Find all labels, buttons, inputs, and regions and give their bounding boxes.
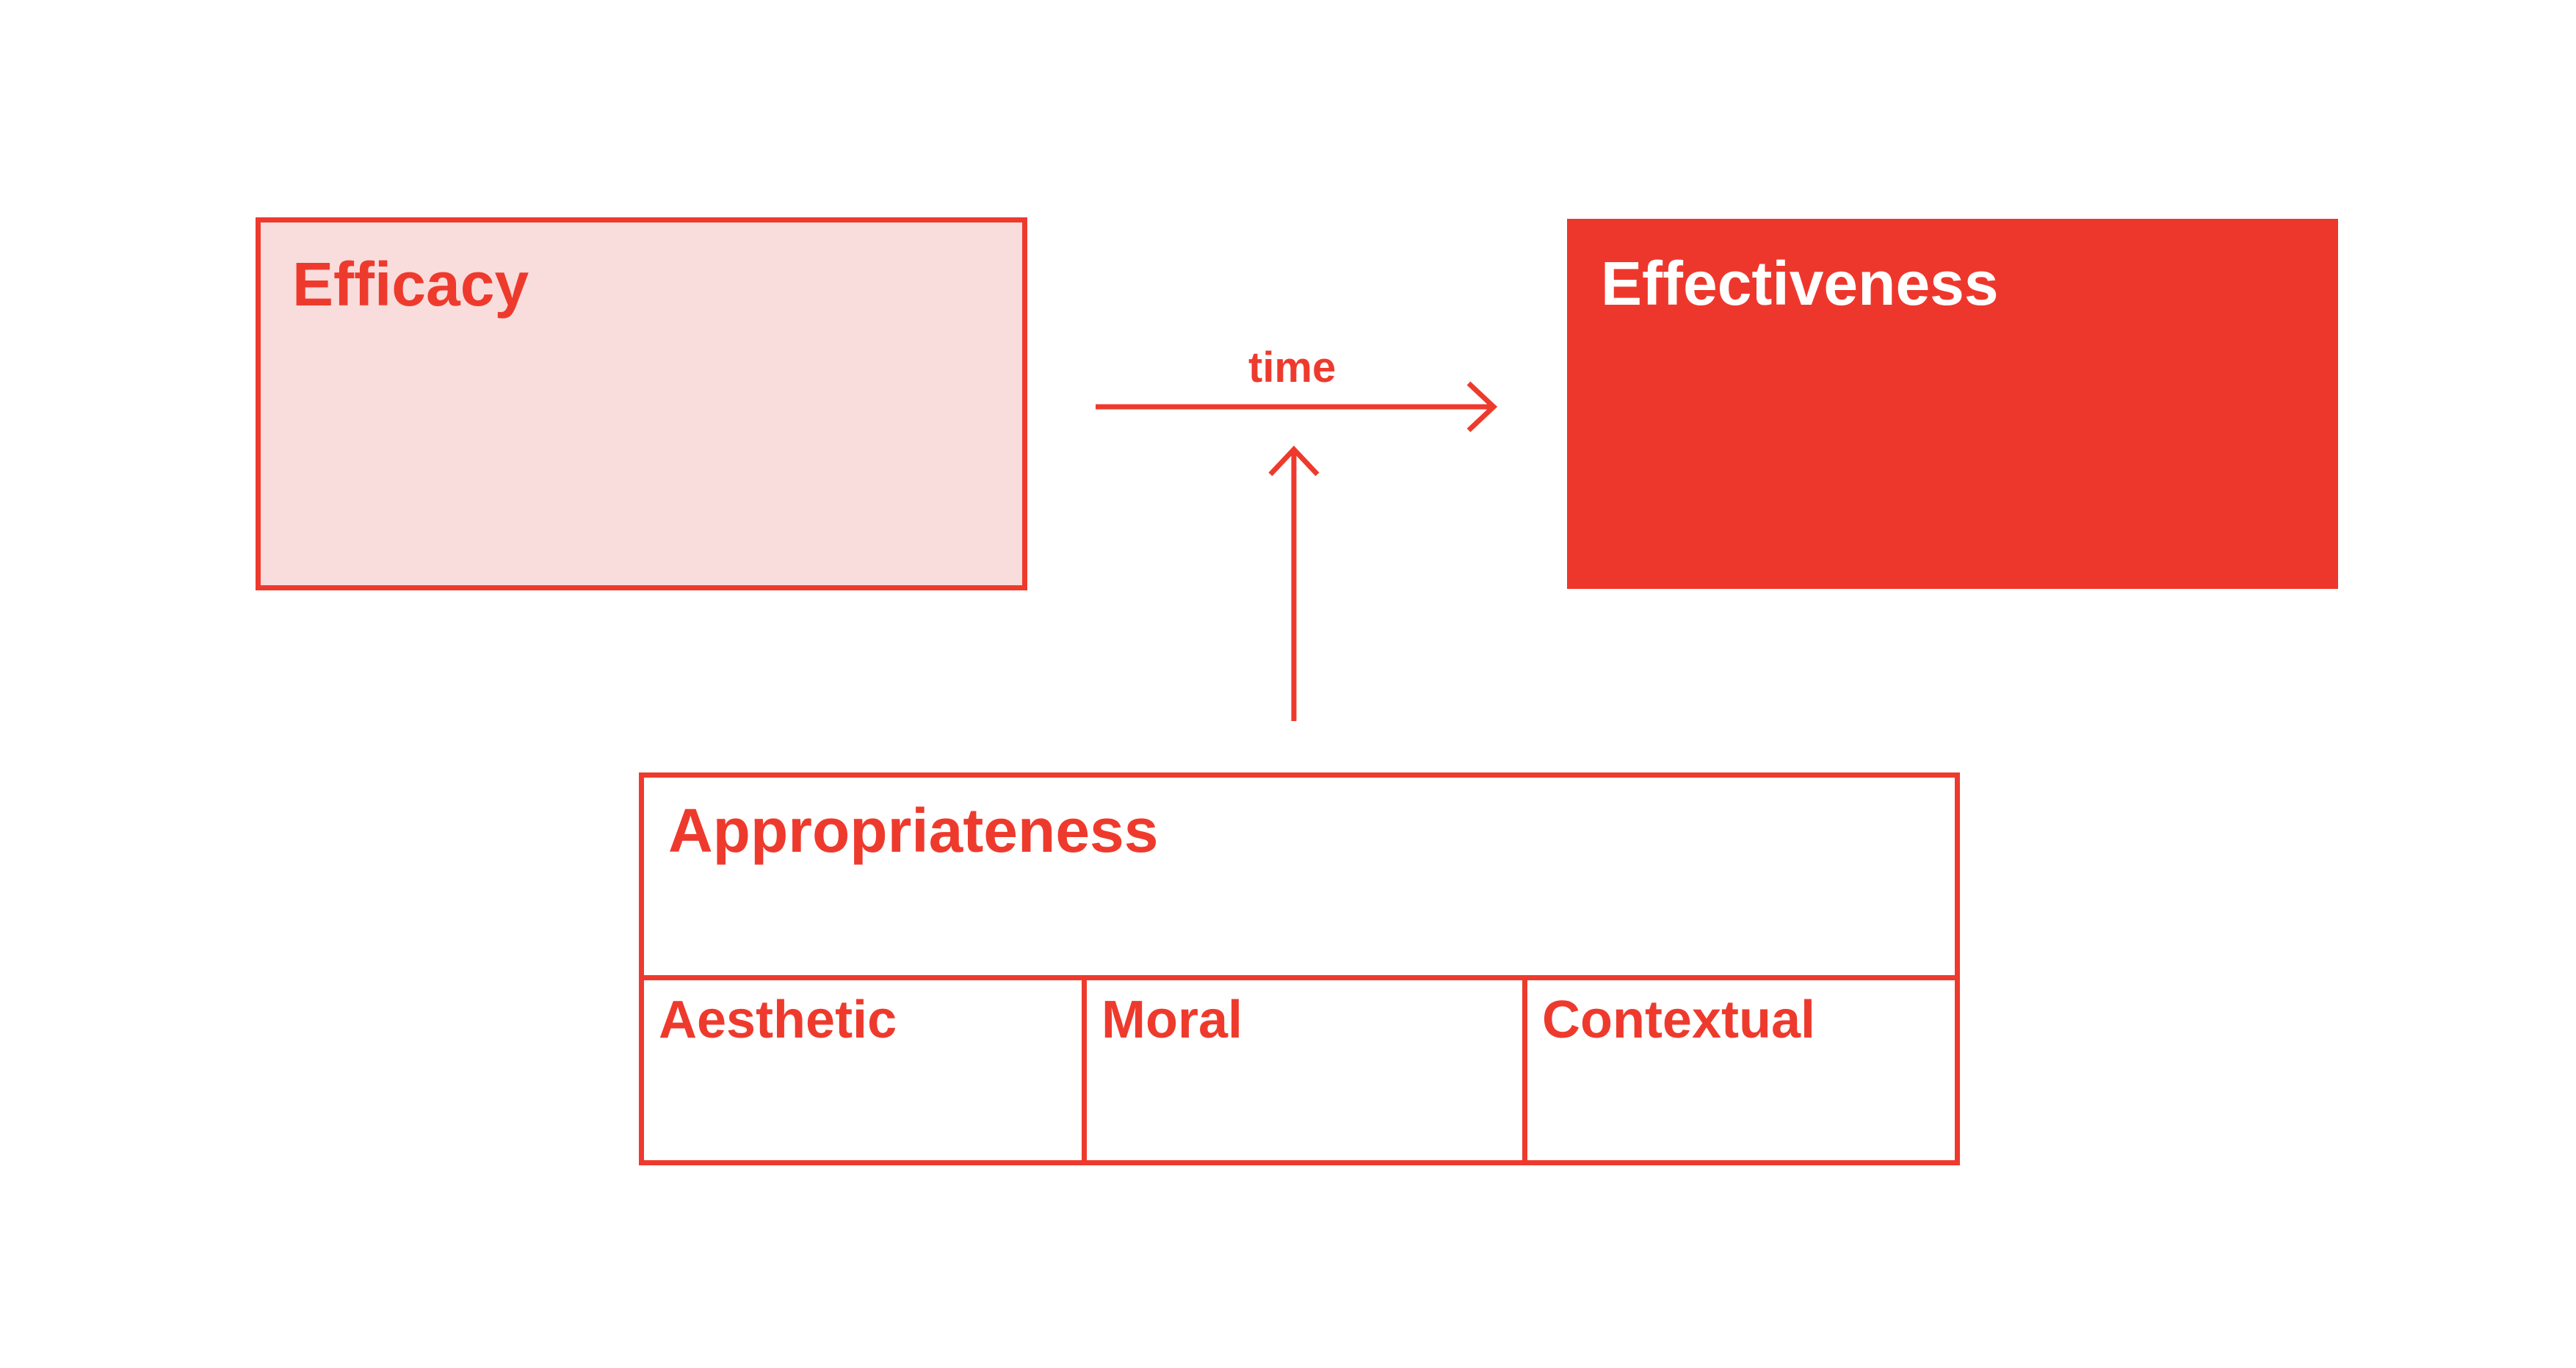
appropriateness-box: Appropriateness Aesthetic Moral Contextu…: [639, 772, 1960, 1165]
moral-cell: Moral: [1082, 980, 1522, 1160]
aesthetic-label: Aesthetic: [659, 991, 897, 1049]
time-arrow-head: [1466, 381, 1498, 433]
efficacy-label: Efficacy: [292, 250, 529, 319]
aesthetic-cell: Aesthetic: [644, 980, 1082, 1160]
effectiveness-label: Effectiveness: [1601, 249, 1999, 318]
appropriateness-label: Appropriateness: [668, 796, 1159, 865]
contextual-label: Contextual: [1542, 991, 1816, 1049]
appropriateness-divider: [644, 975, 1955, 980]
influence-arrow-head: [1268, 445, 1320, 477]
effectiveness-box: Effectiveness: [1567, 219, 2338, 589]
time-label: time: [1248, 344, 1336, 391]
moral-label: Moral: [1101, 991, 1243, 1049]
contextual-cell: Contextual: [1522, 980, 1955, 1160]
efficacy-box: Efficacy: [256, 217, 1027, 590]
